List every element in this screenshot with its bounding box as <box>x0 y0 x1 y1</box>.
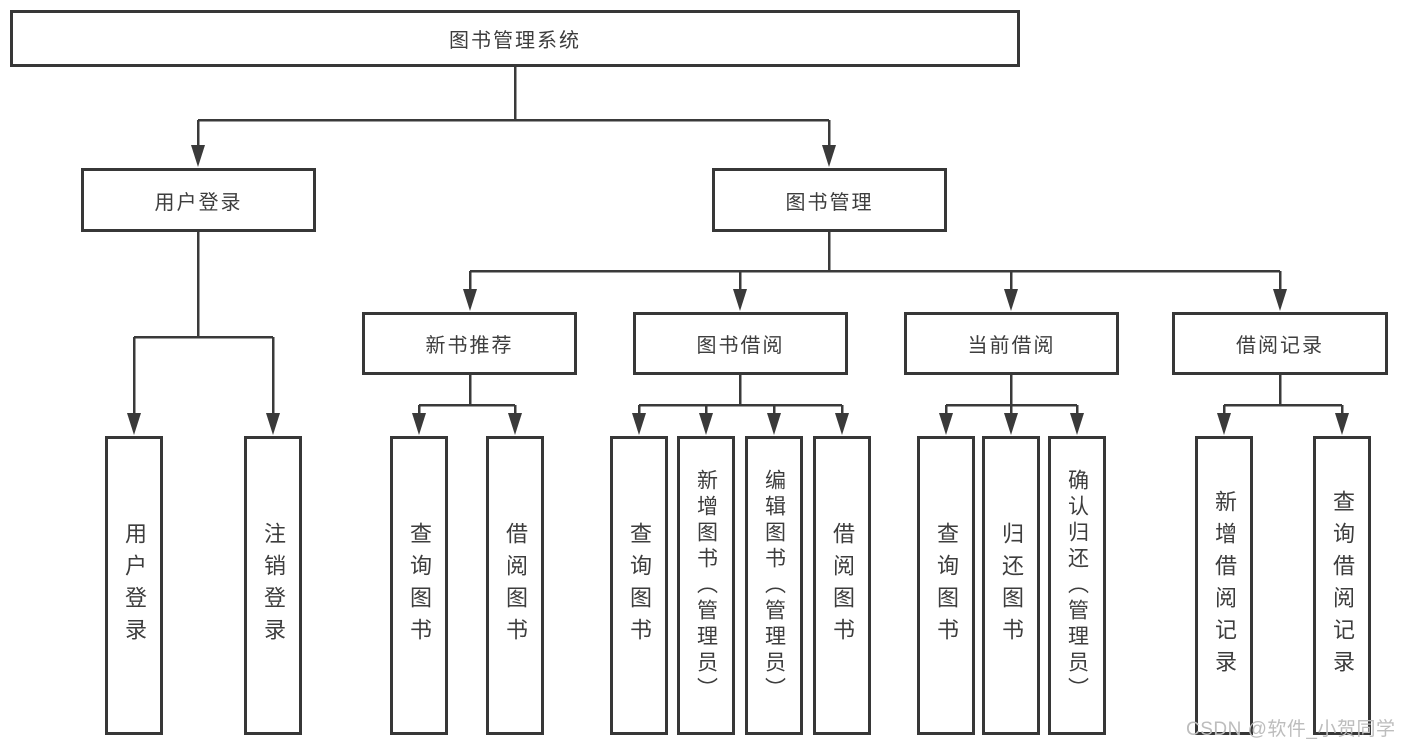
arrowhead-icons <box>127 145 1349 435</box>
leaf-edit-books-admin: 编辑图书（管理员） <box>745 436 803 735</box>
leaf-user-login: 用户登录 <box>105 436 163 735</box>
node-book-management: 图书管理 <box>712 168 947 232</box>
leaf-return-books: 归还图书 <box>982 436 1040 735</box>
node-current-borrow: 当前借阅 <box>904 312 1119 375</box>
leaf-query-borrow-record: 查询借阅记录 <box>1313 436 1371 735</box>
node-root-system: 图书管理系统 <box>10 10 1020 67</box>
node-user-login: 用户登录 <box>81 168 316 232</box>
csdn-watermark: CSDN @软件_小贺同学 <box>1186 719 1396 740</box>
leaf-confirm-return-admin: 确认归还（管理员） <box>1048 436 1106 735</box>
leaf-query-books-1: 查询图书 <box>390 436 448 735</box>
leaf-add-books-admin: 新增图书（管理员） <box>677 436 735 735</box>
leaf-logout: 注销登录 <box>244 436 302 735</box>
node-new-book-recommend: 新书推荐 <box>362 312 577 375</box>
leaf-query-books-2: 查询图书 <box>610 436 668 735</box>
leaf-add-borrow-record: 新增借阅记录 <box>1195 436 1253 735</box>
leaf-query-books-3: 查询图书 <box>917 436 975 735</box>
node-book-borrow: 图书借阅 <box>633 312 848 375</box>
node-borrow-records: 借阅记录 <box>1172 312 1388 375</box>
leaf-borrow-books-2: 借阅图书 <box>813 436 871 735</box>
leaf-borrow-books-1: 借阅图书 <box>486 436 544 735</box>
